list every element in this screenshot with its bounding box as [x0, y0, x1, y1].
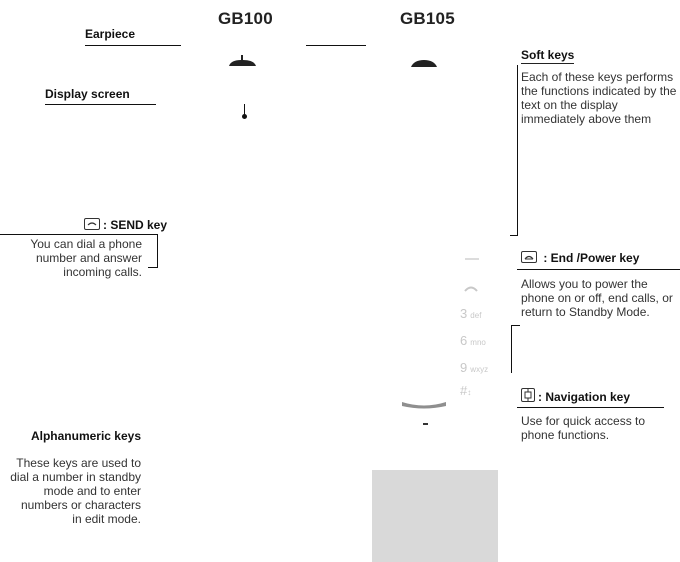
earpiece-leader-line — [85, 45, 181, 46]
navigation-key-heading: : Navigation key — [521, 388, 630, 404]
end-power-key-label: : End /Power key — [540, 251, 640, 265]
alphanumeric-keys-heading: Alphanumeric keys — [30, 429, 141, 443]
gb100-earpiece-shape — [229, 55, 256, 66]
model-gb105-title: GB105 — [400, 9, 455, 28]
key-9-digit: 9 — [460, 360, 468, 375]
key-6-digit: 6 — [460, 333, 468, 348]
display-screen-leader-line — [45, 104, 156, 105]
end-key-underline — [517, 269, 680, 270]
navigation-key-description: Use for quick access to phone functions. — [521, 414, 646, 442]
key-3-digit: 3 — [460, 306, 468, 321]
keypad-bracket-top — [511, 325, 520, 326]
navigation-key-icon — [521, 388, 535, 402]
navigation-key-underline — [517, 407, 664, 408]
send-key-bracket-vertical — [157, 234, 158, 268]
key-9-letters: wxyz — [470, 365, 489, 374]
gb105-earpiece-shape — [411, 60, 437, 67]
end-power-key-heading: : End /Power key — [521, 251, 639, 265]
keypad-bracket-vertical — [511, 325, 512, 373]
key-6-faint: 6 mno — [460, 333, 486, 348]
send-key-bracket-foot — [148, 267, 158, 268]
earpiece-label: Earpiece — [85, 27, 136, 41]
key-hash-symbol: # — [460, 383, 468, 398]
phone-bottom-mark — [423, 423, 428, 425]
send-key-icon — [84, 218, 100, 230]
end-power-key-description: Allows you to power the phone on or off,… — [521, 277, 673, 319]
end-key-icon — [521, 251, 537, 263]
phone-image-placeholder — [372, 470, 498, 562]
soft-keys-description: Each of these keys performs the function… — [521, 70, 677, 126]
key-9-faint: 9 wxyz — [460, 360, 488, 375]
key-3-letters: def — [470, 311, 482, 320]
soft-keys-bracket-vertical — [517, 65, 518, 236]
display-pointer-dot — [242, 114, 247, 119]
soft-key-faint — [465, 258, 479, 260]
phone-end-faint-icon — [464, 286, 478, 292]
send-key-description: You can dial a phone number and answer i… — [30, 237, 142, 279]
key-hash-faint: #↕ — [460, 383, 472, 398]
model-gb100-title: GB100 — [218, 9, 273, 28]
phone-bottom-edge — [402, 402, 446, 409]
alphanumeric-keys-description: These keys are used to dial a number in … — [10, 456, 141, 526]
display-pointer-line — [244, 104, 245, 115]
send-key-label: : SEND key — [103, 218, 168, 232]
key-6-letters: mno — [470, 338, 486, 347]
soft-keys-bracket-foot — [510, 235, 518, 236]
display-screen-label: Display screen — [45, 87, 130, 101]
navigation-key-label: : Navigation key — [538, 390, 631, 404]
soft-keys-label: Soft keys — [521, 48, 575, 64]
send-key-underline — [0, 234, 157, 235]
soft-keys-heading: Soft keys — [521, 48, 575, 64]
earpiece-leader-line-right — [306, 45, 366, 46]
send-key-heading: : SEND key — [84, 218, 167, 232]
key-3-faint: 3 def — [460, 306, 481, 321]
